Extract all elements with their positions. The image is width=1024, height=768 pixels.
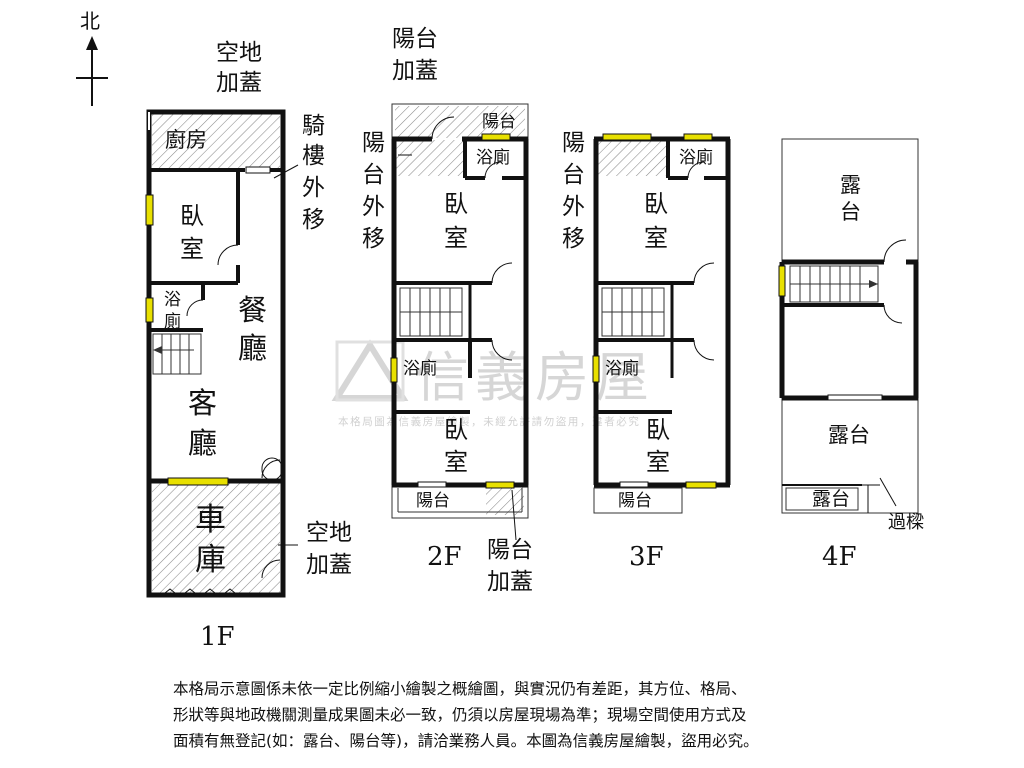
room-4f-terrace-bottom: 露台	[812, 488, 850, 510]
north-arrow-icon	[86, 36, 98, 50]
note-arcade-b: 樓	[302, 143, 325, 169]
floor-1-plan	[145, 109, 299, 598]
floor-4-labels: 露 台 露台 露台 過樑 4F	[812, 173, 924, 572]
note-3f-side-c: 外	[562, 194, 585, 220]
room-kitchen: 廚房	[165, 128, 207, 152]
watermark-brand: 信義房屋	[415, 346, 655, 409]
watermark: 信義房屋 本格局圖為信義房屋繪製，未經允許請勿盜用，違者必究	[331, 339, 655, 428]
room-4f-terrace-top-a: 露	[840, 173, 861, 197]
floor-label-2f: 2F	[427, 542, 462, 572]
note-2f-side-a: 陽	[362, 130, 385, 156]
floor-4-plan	[778, 138, 919, 514]
stairs-1f	[152, 333, 202, 375]
room-2f-bedroom-bottom-b: 室	[444, 448, 468, 476]
room-garage-a: 車	[195, 502, 226, 538]
note-2f-side-d: 移	[362, 226, 385, 252]
room-2f-balcony-top: 陽台	[482, 112, 516, 132]
stairs-4f	[789, 265, 879, 303]
note-arcade-d: 移	[302, 207, 325, 233]
window-4f	[778, 265, 786, 297]
stairs-3f	[601, 287, 665, 337]
room-4f-terrace-top-b: 台	[840, 200, 861, 224]
window-3f-top-a	[602, 133, 652, 141]
note-2f-bottom-b: 加蓋	[487, 569, 533, 595]
room-living-a: 客	[188, 386, 217, 420]
room-2f-bath-top: 浴廁	[476, 147, 510, 168]
note-3f-side-b: 台	[562, 162, 585, 188]
north-label: 北	[80, 9, 100, 33]
note-rear-lot-a: 空地	[216, 40, 262, 66]
room-4f-terrace-mid: 露台	[828, 423, 870, 447]
room-dining-a: 餐	[238, 293, 267, 327]
north-compass: 北	[76, 9, 108, 106]
room-3f-bedroom-top-b: 室	[644, 224, 668, 252]
window-1f-bedroom	[145, 194, 154, 226]
room-3f-bath-top: 浴廁	[679, 147, 713, 168]
note-2f-top-b: 加蓋	[392, 58, 438, 84]
stair-arrow-icon	[869, 280, 878, 288]
note-3f-side-a: 陽	[562, 130, 585, 156]
stair-arrow-icon	[153, 346, 162, 354]
window-3f-top-b	[683, 133, 713, 141]
room-3f-bedroom-top-a: 臥	[644, 190, 668, 218]
floor-2-labels: 陽台 加蓋 陽台 浴廁 陽 台 外 移 臥 室 浴廁 臥 室 陽台 陽台 加蓋 …	[362, 26, 533, 595]
disclaimer: 本格局示意圖係未依一定比例縮小繪製之概繪圖，與實況仍有差距，其方位、格局、 形狀…	[173, 676, 973, 754]
note-4f-beam: 過樑	[888, 512, 924, 533]
disclaimer-line-3: 面積有無登記(如：露台、陽台等)，請洽業務人員。本圖為信義房屋繪製，盜用必究。	[173, 732, 759, 750]
note-arcade-c: 外	[302, 175, 325, 201]
room-dining-b: 廳	[238, 331, 267, 365]
note-rear-lot-b: 加蓋	[216, 70, 262, 96]
room-3f-bath-mid: 浴廁	[605, 358, 639, 379]
room-bedroom-1f-b: 室	[180, 235, 204, 263]
window-2f-top	[481, 133, 511, 141]
room-2f-bath-mid: 浴廁	[403, 358, 437, 379]
room-3f-balcony-bottom: 陽台	[618, 491, 652, 511]
note-3f-side-d: 移	[562, 226, 585, 252]
floor-2-plan	[390, 103, 529, 541]
watermark-logo-icon	[331, 339, 409, 401]
window-2f-bottom	[485, 481, 515, 489]
note-arcade-a: 騎	[302, 113, 325, 139]
floor-1-labels: 廚房 臥 室 浴 廁 餐 廳 客 廳 車 庫 空地 加蓋 騎 樓 外 移 空地 …	[164, 40, 352, 652]
floor-label-3f: 3F	[629, 542, 664, 572]
room-2f-bedroom-bottom-a: 臥	[444, 416, 468, 444]
room-2f-bedroom-top-b: 室	[444, 224, 468, 252]
note-2f-side-b: 台	[362, 162, 385, 188]
floor-3-labels: 陽 台 外 移 浴廁 臥 室 浴廁 臥 室 陽台 3F	[562, 130, 713, 572]
window-2f-mid	[390, 357, 398, 383]
window-1f-garage	[167, 477, 229, 486]
note-2f-top-a: 陽台	[392, 26, 438, 52]
stairs-2f	[399, 287, 463, 337]
note-front-lot-a: 空地	[306, 520, 352, 546]
window-1f-bath	[145, 297, 154, 323]
disclaimer-line-2: 形狀等與地政機關測量成果圖未必一致，仍須以房屋現場為準；現場空間使用方式及	[173, 706, 747, 724]
floor-label-1f: 1F	[200, 622, 235, 652]
room-garage-b: 庫	[195, 542, 226, 578]
watermark-notice: 本格局圖為信義房屋繪製，未經允許請勿盜用，違者必究	[338, 415, 641, 428]
note-front-lot-b: 加蓋	[306, 552, 352, 578]
window-3f-mid	[592, 355, 600, 383]
room-3f-bedroom-bottom-a: 臥	[646, 416, 670, 444]
room-living-b: 廳	[188, 426, 217, 460]
room-2f-balcony-bottom: 陽台	[416, 491, 450, 511]
note-2f-side-c: 外	[362, 194, 385, 220]
disclaimer-line-1: 本格局示意圖係未依一定比例縮小繪製之概繪圖，與實況仍有差距，其方位、格局、	[173, 680, 747, 698]
room-bath-1f-b: 廁	[164, 311, 181, 332]
floor-label-4f: 4F	[822, 542, 857, 572]
room-2f-bedroom-top-a: 臥	[444, 190, 468, 218]
note-2f-bottom-a: 陽台	[487, 537, 533, 563]
room-3f-bedroom-bottom-b: 室	[646, 448, 670, 476]
floor-3-plan	[592, 133, 731, 514]
room-bath-1f-a: 浴	[164, 290, 181, 310]
window-3f-bottom	[685, 481, 717, 489]
room-bedroom-1f-a: 臥	[180, 202, 204, 230]
